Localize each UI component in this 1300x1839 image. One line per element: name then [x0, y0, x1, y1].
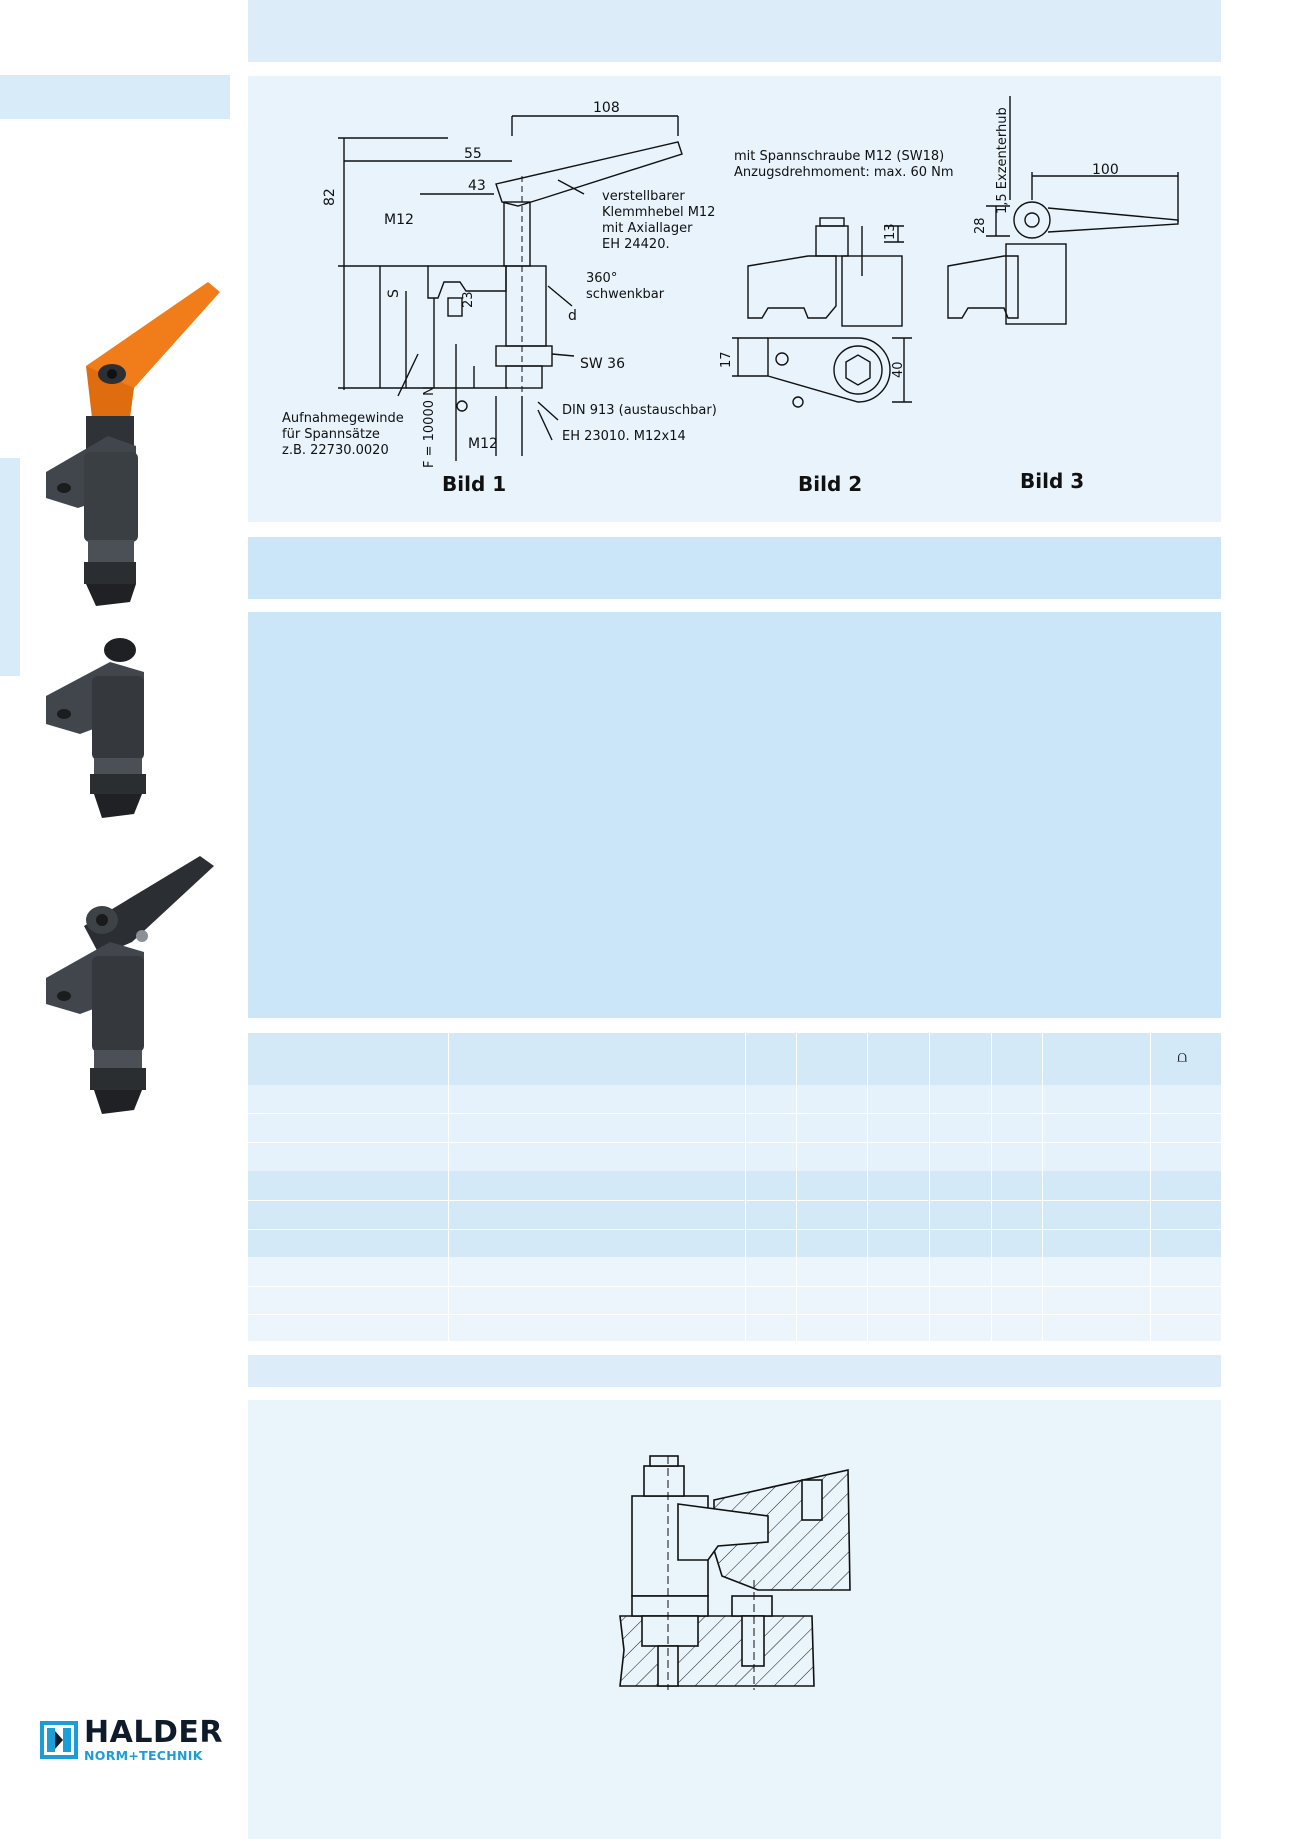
table-body-group-3 [248, 1257, 1221, 1341]
note-swivel-1: 360° [586, 271, 617, 286]
dim-17: 17 [719, 351, 734, 368]
note-lever-3: mit Axiallager [602, 221, 693, 236]
clamp-top-view [767, 337, 891, 403]
usage-panel [248, 1400, 1221, 1839]
dim-108: 108 [593, 100, 620, 116]
product-photo-eccentric [46, 856, 214, 1114]
logo-name: HALDER [84, 1715, 223, 1750]
side-tab [0, 75, 230, 119]
dim-13: 13 [883, 223, 898, 240]
note-mount-3: z.B. 22730.0020 [282, 443, 389, 458]
data-table: ⩍ [248, 1033, 1221, 1341]
table-body-group-1 [248, 1085, 1221, 1171]
dim-d: d [568, 308, 577, 324]
clamp-arm-3 [947, 255, 1019, 319]
side-strip [0, 458, 20, 676]
clamp-arm-2 [747, 255, 837, 319]
note-lever-1: verstellbarer [602, 189, 685, 204]
usage-drawing [619, 1455, 851, 1690]
clamp-arm [427, 265, 507, 299]
note-mount-1: Aufnahmegewinde [282, 411, 404, 426]
halder-logo-icon [40, 1721, 78, 1759]
dim-28: 28 [973, 217, 988, 234]
technical-drawing: 108 55 43 82 M12 S 23 d SW 36 M12 F = 10… [282, 96, 1179, 468]
dim-exzenterhub: 1,5 Exzenterhub [995, 107, 1010, 214]
dim-s: S [386, 289, 402, 298]
note-lever-4: EH 24420. [602, 237, 670, 252]
note-swivel-2: schwenkbar [586, 287, 665, 302]
usage-title-band [248, 1355, 1221, 1387]
caption-bild-3: Bild 3 [1020, 469, 1085, 493]
note-screw-2: Anzugsdrehmoment: max. 60 Nm [734, 165, 954, 180]
right-edge [1221, 0, 1300, 1839]
dim-m12-bottom: M12 [468, 436, 498, 452]
weight-icon: ⩍ [1177, 1047, 1188, 1066]
header-band [248, 0, 1221, 62]
product-photo-lever [46, 282, 220, 606]
note-lever-2: Klemmhebel M12 [602, 205, 715, 220]
caption-bild-2: Bild 2 [798, 472, 863, 496]
eccentric-lever [1013, 201, 1051, 239]
dim-100: 100 [1092, 162, 1119, 178]
dim-82: 82 [322, 188, 338, 206]
note-screw-1: mit Spannschraube M12 (SW18) [734, 149, 944, 164]
dim-40: 40 [891, 361, 906, 378]
dim-sw36: SW 36 [580, 356, 625, 372]
caption-bild-1: Bild 1 [442, 472, 507, 496]
clamp-body [505, 265, 547, 347]
force-label: F = 10000 N [422, 386, 437, 468]
note-eh-23010: EH 23010. M12x14 [562, 429, 686, 444]
note-mount-2: für Spannsätze [282, 427, 380, 442]
usage-clamp-arm [677, 1503, 769, 1561]
dim-43: 43 [468, 178, 486, 194]
halder-logo: HALDER NORM+TECHNIK [40, 1718, 230, 1764]
table-header-row [248, 1033, 1221, 1085]
dim-55: 55 [464, 146, 482, 162]
table-body-group-2 [248, 1171, 1221, 1257]
clamp-lever [495, 141, 683, 207]
logo-tagline: NORM+TECHNIK [84, 1748, 203, 1763]
section-title-band [248, 537, 1221, 599]
description-panel [248, 612, 1221, 1018]
technical-drawing-panel: 108 55 43 82 M12 S 23 d SW 36 M12 F = 10… [248, 76, 1221, 522]
product-photo-screw [46, 638, 146, 818]
dim-m12-top: M12 [384, 212, 414, 228]
dim-23: 23 [461, 291, 476, 308]
note-din-913: DIN 913 (austauschbar) [562, 403, 717, 418]
